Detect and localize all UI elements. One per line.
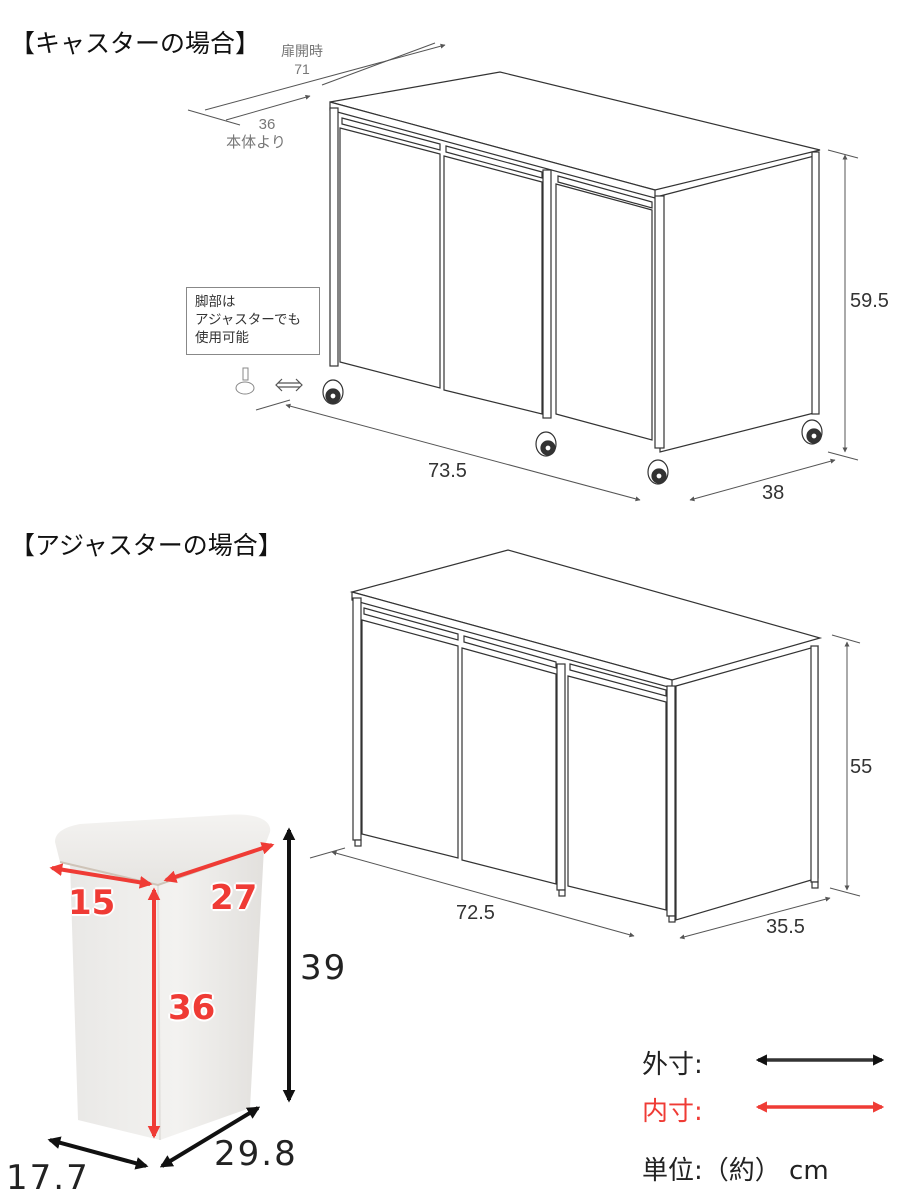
caster-section-title: 【キャスターの場合】 — [10, 29, 261, 58]
adjuster-foot-icon — [235, 367, 255, 395]
bin-inner-height: 36 — [168, 988, 216, 1028]
trash-bin-image — [55, 814, 271, 1141]
bin-outer-width: 29.8 — [214, 1134, 298, 1174]
adjuster-depth-dimension: 35.5 — [766, 916, 805, 938]
adjuster-width-dimension: 72.5 — [456, 902, 495, 924]
door-open-value: 71 — [294, 61, 310, 77]
legend-arrows — [755, 1054, 885, 1113]
from-body-text: 本体より — [226, 134, 286, 151]
bin-outer-height: 39 — [300, 948, 348, 988]
bin-outer-depth: 17.7 — [6, 1158, 90, 1198]
note-line-1: 脚部は — [195, 294, 236, 310]
note-line-2: アジャスターでも — [195, 312, 301, 328]
adjuster-note-box: 脚部は アジャスターでも 使用可能 — [186, 287, 320, 355]
adjuster-cabinet-drawing — [349, 549, 823, 923]
legend-outer-label: 外寸: — [642, 1050, 703, 1080]
legend-inner-label: 内寸: — [642, 1097, 703, 1127]
caster-height-dimension: 59.5 — [850, 290, 889, 312]
adjuster-height-dimension: 55 — [850, 756, 873, 778]
bin-dimension-arrows — [47, 827, 296, 1170]
adjuster-section-title: 【アジャスターの場合】 — [10, 531, 283, 560]
note-line-3: 使用可能 — [195, 330, 249, 346]
double-arrow-icon — [275, 378, 303, 392]
bin-inner-depth: 15 — [68, 883, 116, 923]
bin-inner-width: 27 — [210, 878, 258, 918]
from-body-label: 36 本体より — [218, 116, 294, 152]
legend-unit-label: 単位:（約） cm — [642, 1156, 829, 1186]
adjuster-dimension-lines — [309, 634, 861, 940]
door-open-label: 扉開時 71 — [274, 42, 330, 78]
caster-cabinet-drawing — [322, 71, 823, 485]
caster-dimension-lines — [187, 42, 859, 502]
caster-width-dimension: 73.5 — [428, 460, 467, 482]
from-body-value: 36 — [258, 116, 276, 133]
caster-depth-dimension: 38 — [762, 482, 785, 504]
door-open-text: 扉開時 — [281, 43, 323, 59]
